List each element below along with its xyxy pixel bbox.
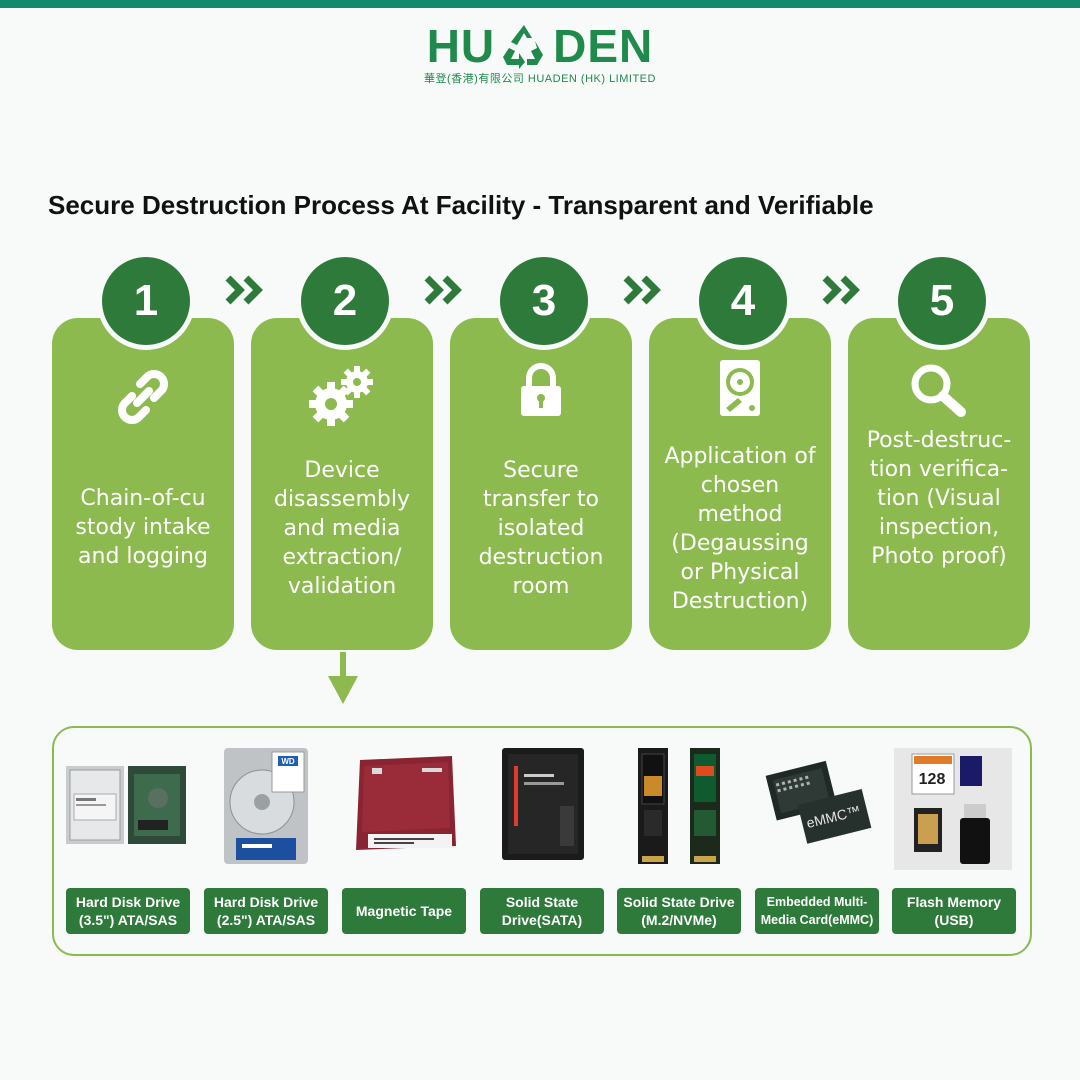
brand-subtitle: 華登(香港)有限公司 HUADEN (HK) LIMITED: [424, 73, 656, 85]
emmc-chip-image: eMMC™: [765, 760, 872, 844]
arrow-down-icon: [328, 652, 358, 704]
device-label-hdd-3-5: Hard Disk Drive (3.5") ATA/SAS: [66, 888, 190, 934]
step-text: Device disassembly and media extraction/…: [273, 458, 410, 599]
magnetic-tape-image: [356, 756, 456, 850]
brand-name-right: DEN: [553, 20, 654, 72]
brand-name-left: HU: [426, 20, 496, 72]
step-number-badge: 5: [893, 252, 991, 350]
top-accent-bar: [0, 0, 1080, 8]
hdd-2-5-image: WD: [224, 748, 308, 864]
double-chevron-right-icon: [424, 275, 462, 305]
step-card-3: Secure transfer to isolated destruction …: [450, 318, 632, 650]
device-label-emmc: Embedded Multi- Media Card(eMMC): [755, 888, 879, 934]
step-text: Secure transfer to isolated destruction …: [478, 458, 604, 599]
double-chevron-right-icon: [623, 275, 661, 305]
brand-logo: HU DEN 華登(香港)有限公司 HUADEN (HK) LIMITED: [0, 18, 1080, 86]
wd-brand-text: WD: [281, 757, 295, 766]
page-title: Secure Destruction Process At Facility -…: [48, 190, 874, 220]
lock-icon: [450, 362, 632, 418]
step-text: Application of chosen method (Degaussing…: [664, 444, 816, 614]
step-card-1: Chain-of-cu stody intake and logging: [52, 318, 234, 650]
memory-card-text: 128: [919, 771, 946, 788]
step-text: Post-destruc- tion verifica- tion (Visua…: [866, 428, 1012, 569]
recycle-icon: [503, 25, 544, 69]
gears-icon: [251, 364, 433, 428]
step-number-badge: 3: [495, 252, 593, 350]
hdd-3-5-image: [66, 766, 186, 844]
double-chevron-right-icon: [822, 275, 860, 305]
step-number-badge: 1: [97, 252, 195, 350]
double-chevron-right-icon: [225, 275, 263, 305]
sata-ssd-image: [502, 748, 584, 860]
device-label-ssd-m2: Solid State Drive (M.2/NVMe): [617, 888, 741, 934]
step-card-2: Device disassembly and media extraction/…: [251, 318, 433, 650]
device-label-ssd-sata: Solid State Drive(SATA): [480, 888, 604, 934]
step-card-5: Post-destruc- tion verifica- tion (Visua…: [848, 318, 1030, 650]
step-number-badge: 4: [694, 252, 792, 350]
flash-memory-image: 128: [894, 748, 1012, 870]
magnifier-icon: [848, 362, 1030, 420]
step-text: Chain-of-cu stody intake and logging: [75, 486, 211, 569]
device-label-hdd-2-5: Hard Disk Drive (2.5") ATA/SAS: [204, 888, 328, 934]
device-label-flash-usb: Flash Memory (USB): [892, 888, 1016, 934]
step-card-4: Application of chosen method (Degaussing…: [649, 318, 831, 650]
m2-nvme-ssd-image: [638, 748, 720, 864]
link-icon: [52, 366, 234, 428]
hard-drive-icon: [649, 358, 831, 418]
step-number-badge: 2: [296, 252, 394, 350]
device-label-magnetic-tape: Magnetic Tape: [342, 888, 466, 934]
